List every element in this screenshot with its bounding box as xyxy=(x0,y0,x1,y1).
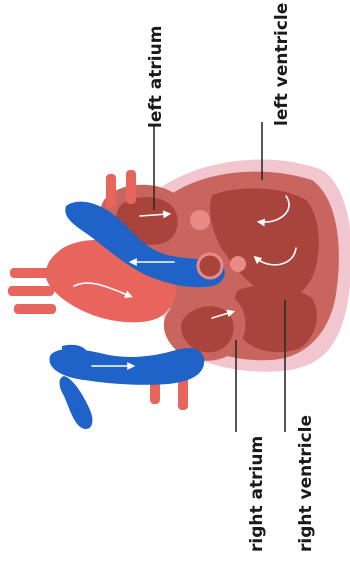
left-ventricle-label: left ventricle xyxy=(272,3,292,126)
valve-top xyxy=(190,210,210,230)
right-atrium-label: right atrium xyxy=(247,436,267,552)
aorta-branch-2 xyxy=(8,286,54,296)
aorta-branch-1 xyxy=(10,268,54,278)
left-atrium-label: left atrium xyxy=(146,26,166,128)
valve-middle xyxy=(198,254,222,278)
pulmonary-artery-2 xyxy=(126,170,136,204)
valve-bottom xyxy=(230,256,246,272)
pulmonary-artery-1 xyxy=(106,174,116,208)
aorta-branch-3 xyxy=(14,304,56,314)
vein-branch-lower xyxy=(60,376,93,429)
right-ventricle-label: right ventricle xyxy=(296,415,316,552)
